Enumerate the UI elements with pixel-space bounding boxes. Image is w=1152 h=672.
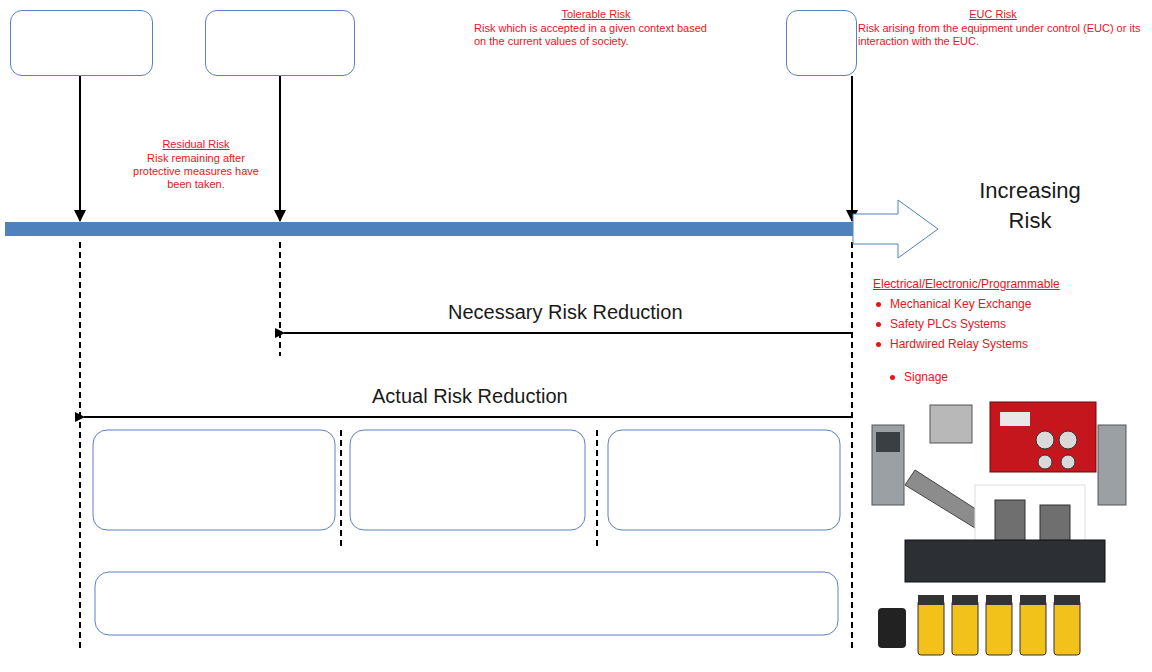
list-item: Mechanical Key Exchange [876,297,1031,312]
risk-title: Increasing Risk [955,176,1105,236]
risk-definition: Risk arising from the equipment under co… [858,22,1143,48]
risk-definition: Risk remaining after protective measures… [126,152,266,191]
reduction-label: Actual Risk Reduction [372,384,568,408]
arrow-outline [853,200,938,258]
risk-scale: Increasing Risk [5,198,940,260]
dashed-line [596,430,598,546]
bullet-mark [876,322,881,327]
risk-arrow [79,76,81,221]
dashed-line [851,242,853,650]
bullet-mark [876,342,881,347]
risk-title: Residual Risk [121,138,271,151]
reduction-arrow [84,416,851,418]
device-images [872,402,1126,655]
list-item: Safety PLCs Systems [876,317,1006,332]
list-text: Hardwired Relay Systems [890,337,1028,351]
dashed-line [279,242,281,356]
list-item: Signage [890,370,948,385]
empty-box [608,430,840,530]
list-text: Signage [904,370,948,384]
reduction-arrow [284,332,851,334]
list-text: Safety PLCs Systems [890,317,1006,331]
bullet-mark [876,302,881,307]
risk-title: Tolerable Risk [471,8,721,21]
risk-box: Residual RiskRisk remaining after protec… [10,10,153,76]
risk-bar [5,222,853,236]
dashed-line [340,430,342,546]
list-text: Mechanical Key Exchange [890,297,1031,311]
risk-arrow [851,76,853,221]
empty-box [93,430,335,530]
bullet-mark [890,375,895,380]
list-heading: Electrical/Electronic/Programmable [873,277,1060,292]
scale-arrow [5,198,940,260]
risk-title: EUC Risk [858,8,1128,21]
risk-box: EUC RiskRisk arising from the equipment … [786,10,857,76]
risk-box: Tolerable RiskRisk which is accepted in … [205,10,355,76]
risk-arrow [279,76,281,221]
dashed-line [79,242,81,650]
empty-box [95,572,838,635]
reduction-label: Necessary Risk Reduction [448,300,683,324]
empty-box [350,430,585,530]
risk-definition: Risk which is accepted in a given contex… [474,22,718,48]
list-item: Hardwired Relay Systems [876,337,1028,352]
